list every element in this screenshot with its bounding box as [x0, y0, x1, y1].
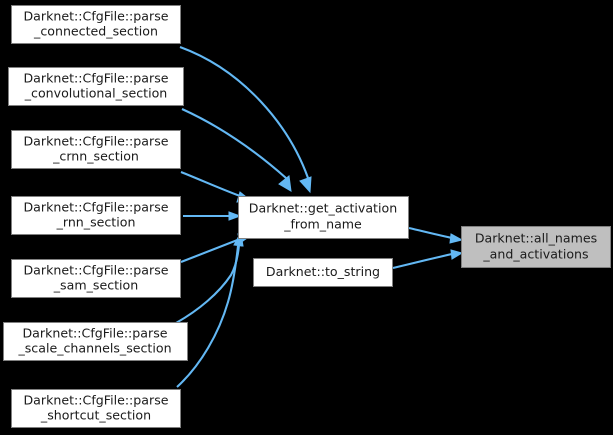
- node-parse-convolutional-section-label-line2: _convolutional_section: [24, 86, 168, 101]
- edge-parse-rnn-to-get-activation: [183, 211, 242, 221]
- node-parse-connected-section-label-line2: _connected_section: [33, 24, 158, 39]
- node-parse-connected-section[interactable]: Darknet::CfgFile::parse _connected_secti…: [11, 5, 181, 44]
- node-parse-crnn-section-label-line1: Darknet::CfgFile::parse: [23, 134, 168, 149]
- node-parse-sam-section-label-line1: Darknet::CfgFile::parse: [23, 263, 168, 278]
- node-all-names-and-activations-label-line1: Darknet::all_names: [475, 231, 597, 246]
- edge-parse-convolutional-to-get-activation: [181, 108, 292, 192]
- node-parse-shortcut-section-label-line2: _shortcut_section: [40, 408, 151, 423]
- node-to-string[interactable]: Darknet::to_string: [253, 258, 393, 287]
- node-parse-scale-channels-section-label-line1: Darknet::CfgFile::parse: [22, 326, 167, 341]
- node-parse-shortcut-section[interactable]: Darknet::CfgFile::parse _shortcut_sectio…: [11, 389, 181, 428]
- edge-to-string-to-all-names: [392, 249, 464, 270]
- edge-get-activation-to-all-names: [408, 226, 464, 244]
- node-parse-crnn-section[interactable]: Darknet::CfgFile::parse _crnn_section: [11, 130, 181, 169]
- node-parse-scale-channels-section-label-line2: _scale_channels_section: [17, 341, 171, 356]
- node-layer: Darknet::CfgFile::parse _connected_secti…: [3, 5, 611, 428]
- node-parse-rnn-section[interactable]: Darknet::CfgFile::parse _rnn_section: [11, 196, 181, 235]
- node-parse-crnn-section-label-line2: _crnn_section: [52, 149, 139, 164]
- node-to-string-label: Darknet::to_string: [266, 264, 380, 279]
- node-parse-rnn-section-label-line1: Darknet::CfgFile::parse: [23, 200, 168, 215]
- node-get-activation-from-name-label-line1: Darknet::get_activation: [249, 201, 397, 216]
- node-parse-scale-channels-section[interactable]: Darknet::CfgFile::parse _scale_channels_…: [3, 322, 188, 361]
- node-parse-sam-section-label-line2: _sam_section: [53, 278, 139, 293]
- node-parse-connected-section-label-line1: Darknet::CfgFile::parse: [23, 9, 168, 24]
- edge-parse-connected-to-get-activation: [179, 46, 312, 194]
- node-parse-shortcut-section-label-line1: Darknet::CfgFile::parse: [23, 393, 168, 408]
- node-parse-convolutional-section[interactable]: Darknet::CfgFile::parse _convolutional_s…: [8, 67, 184, 106]
- node-get-activation-from-name-label-line2: _from_name: [283, 217, 362, 232]
- node-parse-sam-section[interactable]: Darknet::CfgFile::parse _sam_section: [11, 259, 181, 298]
- node-parse-convolutional-section-label-line1: Darknet::CfgFile::parse: [23, 71, 168, 86]
- node-parse-rnn-section-label-line2: _rnn_section: [56, 215, 136, 230]
- node-all-names-and-activations[interactable]: Darknet::all_names _and_activations: [461, 226, 611, 268]
- node-get-activation-from-name[interactable]: Darknet::get_activation _from_name: [238, 196, 409, 239]
- node-all-names-and-activations-label-line2: _and_activations: [482, 247, 588, 262]
